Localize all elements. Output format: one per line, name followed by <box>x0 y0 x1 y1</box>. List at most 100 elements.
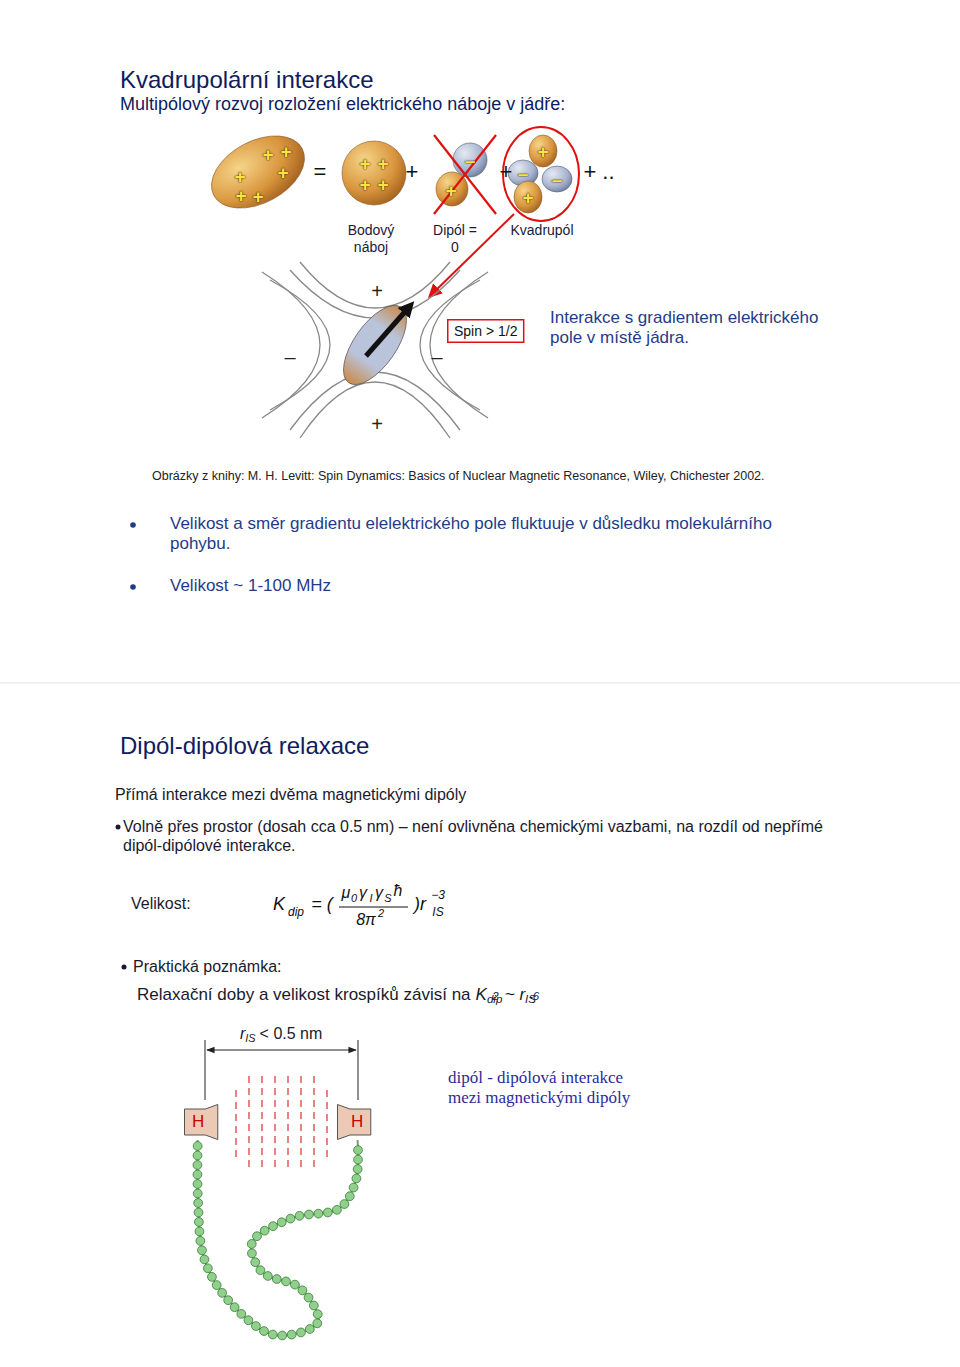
charge-sign: – <box>465 151 476 170</box>
subtitle: Multipólový rozvoj rozložení elektrickéh… <box>120 94 565 116</box>
slide-title: Kvadrupolární interakce <box>120 66 373 95</box>
chain-bead <box>282 1277 291 1286</box>
chain-bead <box>305 1210 314 1219</box>
charge-sign: + <box>252 187 263 206</box>
formula-part: 8π <box>356 912 376 928</box>
explanation-note: Interakce s gradientem elektrického pole… <box>550 308 840 349</box>
slide-separator <box>0 683 960 684</box>
formula-part: IS <box>245 1032 255 1044</box>
proton-box: H <box>337 1104 371 1140</box>
bullet <box>130 584 136 590</box>
intro-text: Přímá interakce mezi dvěma magnetickými … <box>115 785 715 804</box>
charge-sign: + <box>359 175 370 194</box>
charge-sign: – <box>518 164 529 183</box>
chain-bead <box>323 1208 332 1217</box>
chain-bead <box>193 1180 202 1189</box>
field-charge: + <box>371 414 383 434</box>
field-dash <box>287 1076 288 1170</box>
chain-bead <box>212 1281 221 1290</box>
chain-bead <box>309 1301 318 1310</box>
charge-sign: + <box>235 186 246 205</box>
formula-part: K <box>476 985 487 1004</box>
node-text: H <box>351 1112 363 1132</box>
chain-bead <box>298 1286 307 1295</box>
pointer-arrow <box>430 214 514 296</box>
point-charge-sphere <box>342 141 406 205</box>
chain-bead <box>224 1296 233 1305</box>
charge-sign: + <box>234 167 245 186</box>
chain-bead <box>277 1218 286 1227</box>
operator: + <box>500 161 513 183</box>
node-text: Spin > 1/2 <box>454 323 517 339</box>
dimension-tick <box>358 1040 359 1100</box>
chain-bead <box>193 1189 202 1198</box>
formula-part: K <box>273 895 285 913</box>
chain-bead <box>349 1183 358 1192</box>
formula-part: = ( <box>311 895 333 913</box>
charge-sign: + <box>277 163 288 182</box>
chain-bead <box>260 1327 269 1336</box>
chain-bead <box>354 1155 363 1164</box>
proton-box: H <box>184 1104 218 1140</box>
fraction-bar <box>339 907 408 908</box>
chain-bead <box>269 1222 278 1231</box>
charge-sign: + <box>377 175 388 194</box>
formula-part: γ <box>359 885 367 901</box>
charge-sign: + <box>359 154 370 173</box>
figure-caption: dipól - dipólová interakce mezi magnetic… <box>448 1068 653 1109</box>
quadrupole-lobe <box>529 135 557 167</box>
charge-sign: + <box>445 181 456 200</box>
charge-sign: + <box>377 154 388 173</box>
dipole-lobe <box>453 143 487 177</box>
molecule-chain <box>197 1140 358 1335</box>
chain-bead <box>313 1310 322 1319</box>
quadrupole-lobe <box>514 181 542 213</box>
inline-formula: Relaxační doby a velikost krospíků závis… <box>137 985 539 1005</box>
chain-bead <box>193 1161 202 1170</box>
quadrupole-lobe <box>542 166 572 192</box>
chain-beads <box>193 1142 362 1340</box>
chain-bead <box>194 1199 203 1208</box>
field-dash <box>313 1076 314 1170</box>
field-dash <box>248 1076 249 1170</box>
chain-bead <box>352 1174 361 1183</box>
chain-bead <box>256 1266 265 1275</box>
formula-label: Velikost: <box>131 894 191 913</box>
shape-caption: Bodový náboj <box>339 222 403 256</box>
operator: + .. <box>583 161 614 183</box>
chain-bead <box>287 1330 296 1339</box>
formula-part: γ <box>375 885 383 901</box>
operator: = <box>314 161 327 183</box>
bullet-text: Velikost a směr gradientu elelektrického… <box>170 514 810 555</box>
charge-sign: + <box>522 188 533 207</box>
dipolar-field-lines <box>236 1076 327 1170</box>
chain-bead <box>194 1218 203 1227</box>
chain-bead <box>198 1246 207 1255</box>
box-border <box>185 1105 218 1140</box>
bullet <box>122 965 127 970</box>
chain-bead <box>272 1275 281 1284</box>
formula-part: ~ r <box>505 985 525 1004</box>
chain-bead <box>340 1200 349 1209</box>
art-part <box>420 280 480 410</box>
chain-bead <box>260 1226 269 1235</box>
formula-part: ħ <box>394 883 403 899</box>
chain-bead <box>193 1142 202 1151</box>
source-credit: Obrázky z knihy: M. H. Levitt: Spin Dyna… <box>152 469 765 484</box>
charge-sign: + <box>262 145 273 164</box>
node-text: H <box>192 1112 204 1132</box>
bullet <box>130 522 136 528</box>
formula-part: IS <box>432 906 443 918</box>
spin-box: Spin > 1/2 <box>447 319 524 343</box>
chain-bead <box>251 1258 260 1267</box>
chain-bead <box>314 1209 323 1218</box>
formula-part: < 0.5 nm <box>260 1025 323 1042</box>
chain-bead <box>248 1249 257 1258</box>
field-dash <box>274 1076 275 1170</box>
chain-bead <box>230 1303 239 1312</box>
chain-bead <box>333 1205 342 1214</box>
chain-bead <box>247 1240 256 1249</box>
formula-part: 2 <box>378 908 384 919</box>
